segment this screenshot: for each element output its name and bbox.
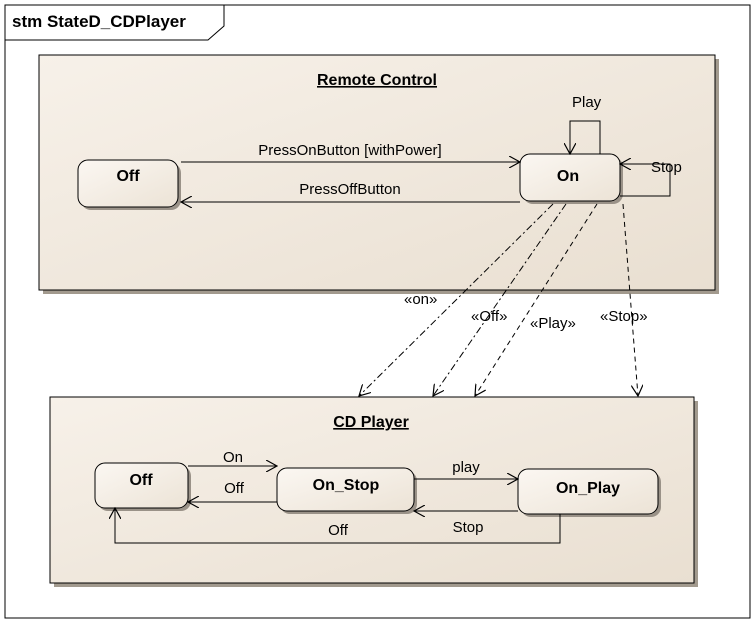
state-cd-on-stop[interactable]: On_Stop: [276, 467, 417, 514]
transition-play-self-label: Play: [572, 94, 602, 111]
state-rc-on[interactable]: On: [519, 153, 623, 204]
transition-cd-off-from-stop-label: Off: [224, 480, 245, 497]
transition-cd-play[interactable]: play: [414, 459, 518, 479]
transition-stop-self[interactable]: Stop: [620, 159, 682, 197]
transition-cd-off-from-stop[interactable]: Off: [188, 480, 277, 502]
transition-press-off-label: PressOffButton: [299, 181, 400, 198]
transition-press-off[interactable]: PressOffButton: [181, 181, 520, 202]
state-cd-on-play[interactable]: On_Play: [517, 468, 661, 517]
transition-cd-off-from-play-label: Off: [328, 522, 349, 539]
state-cd-off[interactable]: Off: [94, 462, 191, 511]
frame-title: stm StateD_CDPlayer: [12, 12, 186, 31]
state-cd-on-stop-label: On_Stop: [313, 477, 380, 494]
transition-cd-off-from-play[interactable]: Off: [115, 508, 561, 544]
dependency-off-label: «Off»: [471, 308, 507, 325]
dependency-stop-label: «Stop»: [600, 308, 648, 325]
transition-cd-stop[interactable]: Stop: [414, 511, 518, 536]
dependency-stop[interactable]: «Stop»: [600, 203, 648, 396]
transition-cd-stop-label: Stop: [453, 519, 484, 536]
state-rc-on-label: On: [557, 168, 579, 185]
transition-cd-on-label: On: [223, 449, 243, 466]
composite-title-cd-player: CD Player: [333, 414, 409, 431]
state-rc-off[interactable]: Off: [77, 159, 181, 210]
transition-cd-on[interactable]: On: [188, 449, 277, 466]
dependency-on-label: «on»: [404, 291, 437, 308]
dependency-play[interactable]: «Play»: [475, 203, 598, 396]
transition-stop-self-label: Stop: [651, 159, 682, 176]
dependency-play-label: «Play»: [530, 315, 576, 332]
transition-play-self[interactable]: Play: [570, 94, 602, 154]
state-cd-off-label: Off: [129, 472, 153, 489]
frame-title-tab: [5, 5, 225, 41]
state-cd-on-play-label: On_Play: [556, 480, 620, 497]
dependency-off[interactable]: «Off»: [433, 203, 567, 396]
dependency-on[interactable]: «on»: [359, 203, 554, 396]
composite-title-remote-control: Remote Control: [317, 72, 437, 89]
state-rc-off-label: Off: [116, 168, 140, 185]
transition-press-on[interactable]: PressOnButton [withPower]: [181, 142, 520, 162]
transition-cd-play-label: play: [452, 459, 480, 476]
transition-press-on-label: PressOnButton [withPower]: [258, 142, 441, 159]
